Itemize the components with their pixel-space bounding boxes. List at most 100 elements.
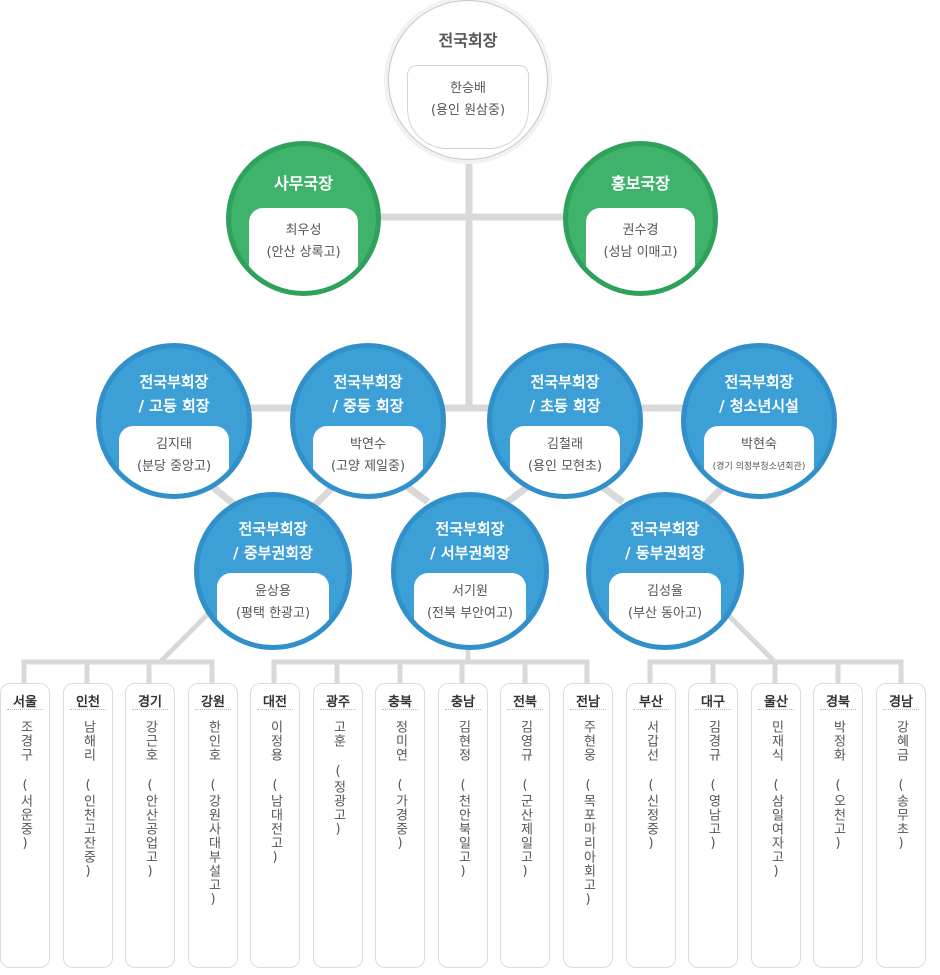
pr-school: (성남 이매고) <box>603 245 678 260</box>
area-east-card: 김성율 (부산 동아고) <box>609 573 721 645</box>
secretary-name: 최우성 <box>285 223 322 238</box>
vp-elementary-title: 전국부회장 <box>530 373 600 391</box>
region-name: 부산 <box>633 684 669 710</box>
vp-high-node: 전국부회장 / 고등 회장 김지태 (분당 중앙고) <box>96 343 252 499</box>
president-school: (용인 원삼중) <box>430 103 506 118</box>
pr-card: 권수경 (성남 이매고) <box>586 208 695 291</box>
president-name: 한승배 <box>450 81 486 96</box>
secretary-node: 사무국장 최우성 (안산 상록고) <box>226 141 381 296</box>
area-east-subtitle: / 동부권회장 <box>625 544 705 562</box>
area-west-title: 전국부회장 <box>435 520 505 538</box>
region-name: 경기 <box>132 684 168 710</box>
region-name: 인천 <box>70 684 106 710</box>
area-central-school: (평택 한광고) <box>235 606 311 621</box>
region-name: 전남 <box>570 684 606 710</box>
area-central-subtitle: / 중부권회장 <box>233 544 313 562</box>
region-name: 광주 <box>320 684 356 710</box>
president-card: 한승배 (용인 원삼중) <box>407 65 529 149</box>
area-central-card: 윤상용 (평택 한광고) <box>217 573 329 645</box>
vp-elementary-school: (용인 모현초) <box>527 459 603 474</box>
region-name: 대전 <box>257 684 293 710</box>
region-name: 울산 <box>758 684 794 710</box>
pr-title: 홍보국장 <box>611 174 670 193</box>
region-name: 경남 <box>883 684 919 710</box>
vp-high-subtitle: / 고등 회장 <box>138 397 210 415</box>
area-central-title: 전국부회장 <box>238 520 308 538</box>
vp-elementary-name: 김철래 <box>547 437 583 452</box>
area-central-node: 전국부회장 / 중부권회장 윤상용 (평택 한광고) <box>194 492 352 650</box>
region-person: 고훈 (정광고) <box>330 720 346 838</box>
region-person: 조경구 (서운중) <box>17 720 33 852</box>
president-node: 전국회장 한승배 (용인 원삼중) <box>388 0 548 160</box>
region-person: 강근호 (안산공업고) <box>142 720 158 880</box>
vp-middle-card: 박연수 (고양 제일중) <box>313 426 423 494</box>
region-person: 정미연 (가경중) <box>392 720 408 852</box>
vp-youth-school: (경기 의정부청소년회관) <box>712 462 806 472</box>
region-person: 이정용 (남대전고) <box>267 720 283 866</box>
region-name: 서울 <box>7 684 43 710</box>
region-name: 충북 <box>382 684 418 710</box>
area-west-name: 서기원 <box>452 584 488 599</box>
vp-high-school: (분당 중앙고) <box>136 459 212 474</box>
secretary-school: (안산 상록고) <box>266 245 341 260</box>
vp-middle-subtitle: / 중등 회장 <box>332 397 404 415</box>
vp-elementary-card: 김철래 (용인 모현초) <box>510 426 620 494</box>
region-name: 충남 <box>445 684 481 710</box>
region-person: 김영규 (군산제일고) <box>517 720 533 880</box>
vp-youth-node: 전국부회장 / 청소년시설 박현숙 (경기 의정부청소년회관) <box>681 343 837 499</box>
area-west-subtitle: / 서부권회장 <box>430 544 510 562</box>
area-east-school: (부산 동아고) <box>627 606 703 621</box>
region-name: 강원 <box>195 684 231 710</box>
vp-youth-card: 박현숙 (경기 의정부청소년회관) <box>704 426 814 494</box>
vp-middle-school: (고양 제일중) <box>330 459 406 474</box>
vp-elementary-subtitle: / 초등 회장 <box>529 397 601 415</box>
vp-elementary-node: 전국부회장 / 초등 회장 김철래 (용인 모현초) <box>487 343 643 499</box>
vp-high-title: 전국부회장 <box>139 373 209 391</box>
secretary-card: 최우성 (안산 상록고) <box>249 208 358 291</box>
region-person: 남해리 (인천고잔중) <box>80 720 96 880</box>
vp-high-card: 김지태 (분당 중앙고) <box>119 426 229 494</box>
area-west-school: (전북 부안여고) <box>426 606 514 621</box>
vp-high-name: 김지태 <box>156 437 192 452</box>
vp-middle-node: 전국부회장 / 중등 회장 박연수 (고양 제일중) <box>290 343 446 499</box>
president-title: 전국회장 <box>438 31 498 50</box>
area-central-name: 윤상용 <box>255 584 291 599</box>
vp-youth-subtitle: / 청소년시설 <box>719 397 799 415</box>
region-person: 민재식 (삼일여자고) <box>768 720 784 880</box>
vp-middle-name: 박연수 <box>350 437 386 452</box>
region-person: 김경규 (영남고) <box>705 720 721 852</box>
area-east-node: 전국부회장 / 동부권회장 김성율 (부산 동아고) <box>586 492 744 650</box>
pr-node: 홍보국장 권수경 (성남 이매고) <box>563 141 718 296</box>
region-person: 김현정 (천안북일고) <box>455 720 471 880</box>
region-person: 주현웅 (목포마리아회고) <box>580 720 596 908</box>
area-west-card: 서기원 (전북 부안여고) <box>414 573 526 645</box>
region-person: 강혜금 (송무초) <box>893 720 909 852</box>
vp-youth-name: 박현숙 <box>741 437 777 452</box>
area-west-node: 전국부회장 / 서부권회장 서기원 (전북 부안여고) <box>391 492 549 650</box>
vp-youth-title: 전국부회장 <box>724 373 794 391</box>
secretary-title: 사무국장 <box>274 174 333 193</box>
area-east-name: 김성율 <box>647 584 683 599</box>
region-person: 박정화 (오천고) <box>830 720 846 852</box>
region-name: 대구 <box>695 684 731 710</box>
region-person: 한인호 (강원사대부설고) <box>205 720 221 908</box>
area-east-title: 전국부회장 <box>630 520 700 538</box>
region-person: 서갑선 (신정중) <box>643 720 659 852</box>
vp-middle-title: 전국부회장 <box>333 373 403 391</box>
pr-name: 권수경 <box>622 223 659 238</box>
region-name: 경북 <box>820 684 856 710</box>
